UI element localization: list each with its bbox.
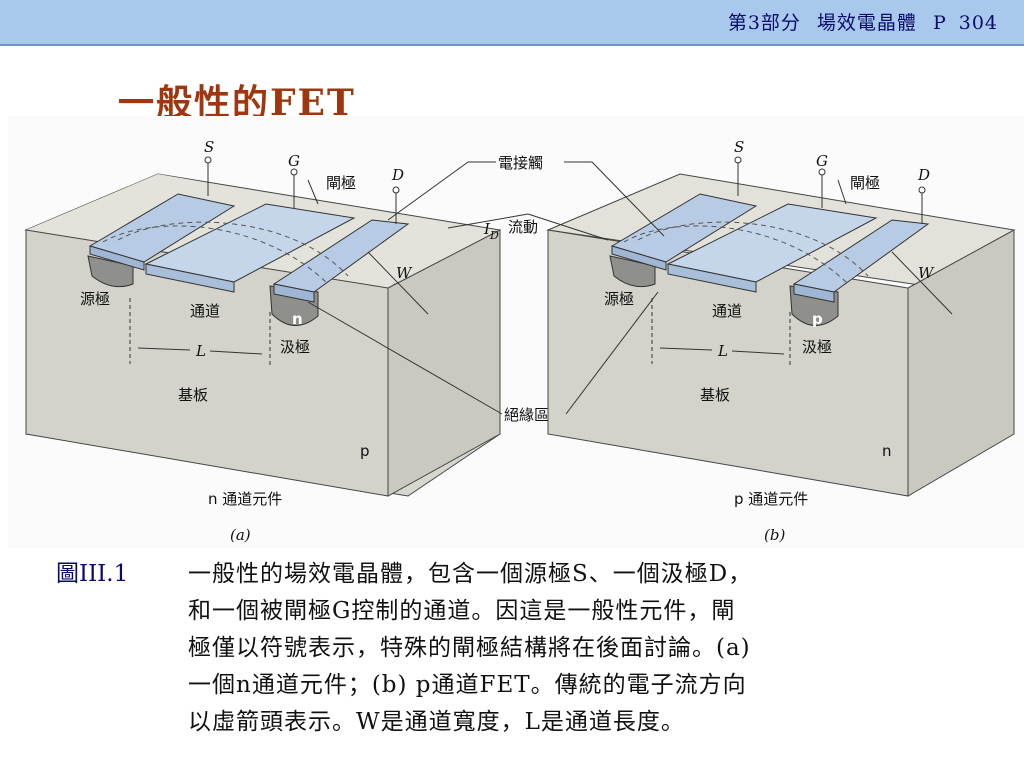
fet-diagram: S G D 閘極 源極 通道 n 汲極 L W 基板 p n 通道元件 (a) [24,138,1016,544]
right-l-label: L [717,342,728,360]
right-s-label: S [734,138,744,156]
header-page-prefix: P [932,12,947,34]
right-region-type: p [812,310,823,328]
header-text: 第3部分場效電晶體 P 304 [712,8,998,35]
id-symbol-sub: D [489,229,499,242]
header-page-number: 304 [958,12,998,34]
right-substrate-label: 基板 [700,386,730,404]
right-d-label: D [917,166,930,184]
left-element-label: n 通道元件 [208,490,282,508]
header-part: 第3部分 [727,12,801,34]
caption-line-1: 一般性的場效電晶體，包含一個源極S、一個汲極D， [188,561,753,587]
left-g-label: G [288,152,300,170]
left-channel-label: 通道 [190,302,220,320]
caption-fig-number: 圖III.1 [56,561,129,587]
right-channel-label: 通道 [712,302,742,320]
header-chapter: 場效電晶體 [816,12,917,34]
left-region-type: n [292,310,303,328]
fet-figure: S G D 閘極 源極 通道 n 汲極 L W 基板 p n 通道元件 (a) [8,116,1024,548]
id-symbol-main: I [483,220,491,238]
right-drain-label: 汲極 [802,338,832,356]
left-substrate-type: p [360,442,370,460]
contact-callout: 電接觸 [498,154,543,172]
caption-line-3: 極僅以符號表示，特殊的閘極結構將在後面討論。(a) [188,635,751,661]
slide-header: 第3部分場效電晶體 P 304 [0,0,1024,46]
right-gate-label: 閘極 [850,174,880,192]
flow-callout: 流動 [508,218,538,236]
insulation-callout: 絕緣區 [504,406,549,424]
callout-lines [307,161,665,415]
right-device [546,156,1016,497]
id-symbol: ID [483,220,499,242]
left-substrate-label: 基板 [178,386,208,404]
right-sub-label: (b) [764,526,785,544]
right-g-label: G [816,152,828,170]
left-source-label: 源極 [80,290,110,308]
caption-line-2: 和一個被閘極G控制的通道。因這是一般性元件，閘 [188,598,736,624]
caption-lines: 一般性的場效電晶體，包含一個源極S、一個汲極D， 和一個被閘極G控制的通道。因這… [188,556,752,741]
left-s-label: S [204,138,214,156]
right-element-label: p 通道元件 [734,490,808,508]
left-d-label: D [391,166,404,184]
right-w-label: W [918,264,935,282]
left-w-label: W [396,264,413,282]
left-device [24,156,502,497]
left-l-label: L [195,342,206,360]
right-source-label: 源極 [604,290,634,308]
right-substrate-type: n [882,442,892,460]
caption-line-5: 以虛箭頭表示。W是通道寬度，L是通道長度。 [188,709,685,735]
left-gate-label: 閘極 [326,174,356,192]
caption-line-4: 一個n通道元件；(b) p通道FET。傳統的電子流方向 [188,672,747,698]
left-sub-label: (a) [230,526,251,544]
left-drain-label: 汲極 [280,338,310,356]
